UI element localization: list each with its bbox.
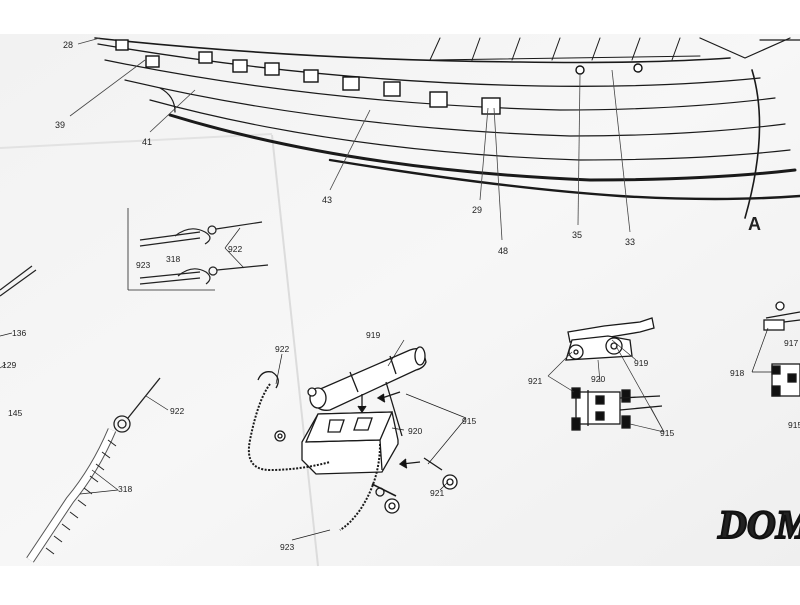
- hull-label: 43: [322, 195, 332, 205]
- carriage-right-label: 917: [784, 338, 798, 348]
- carriage-label: 915: [660, 428, 674, 438]
- cannon-exploded-view: [248, 339, 467, 541]
- edge-label: 129: [2, 360, 16, 370]
- carriage-side-view: [565, 317, 655, 361]
- hull-label: 29: [472, 205, 482, 215]
- carriage-top-view: [571, 387, 663, 431]
- edge-label: 145: [8, 408, 22, 418]
- sheet-fold-line: [271, 134, 319, 567]
- rope-label: 922: [228, 244, 242, 254]
- hull-label: 39: [55, 120, 65, 130]
- brand-logo: DOM: [716, 501, 800, 548]
- carriage-right-partial: [751, 301, 800, 397]
- ship-hull-drawing: [94, 37, 800, 219]
- coil-label: 922: [170, 406, 184, 416]
- carriage-right-label: 918: [730, 368, 744, 378]
- rope-coil-drawing: [26, 377, 169, 563]
- cannon-label: 921: [430, 488, 444, 498]
- rope-label: 318: [166, 254, 180, 264]
- carriage-label: 921: [528, 376, 542, 386]
- coil-label: 318: [118, 484, 132, 494]
- logo-text: DOM: [717, 502, 800, 547]
- rope-label: 923: [136, 260, 150, 270]
- rope-detail: [127, 208, 269, 291]
- paper-sheet: [0, 34, 800, 566]
- hull-label: 41: [142, 137, 152, 147]
- view-letter: A: [748, 214, 761, 234]
- cannon-label: 922: [275, 344, 289, 354]
- cannon-label: 919: [366, 330, 380, 340]
- edge-label: 136: [12, 328, 26, 338]
- hull-label: 35: [572, 230, 582, 240]
- cannon-label: 923: [280, 542, 294, 552]
- cannon-label: 920: [408, 426, 422, 436]
- cannon-label: 915: [462, 416, 476, 426]
- hull-label: 28: [63, 40, 73, 50]
- hull-label: 48: [498, 246, 508, 256]
- hull-label: 33: [625, 237, 635, 247]
- left-edge-fragment: [0, 265, 37, 369]
- carriage-label: 919: [634, 358, 648, 368]
- gun-ports: [115, 39, 643, 115]
- carriage-right-label: 915: [788, 420, 800, 430]
- carriage-label: 920: [591, 374, 605, 384]
